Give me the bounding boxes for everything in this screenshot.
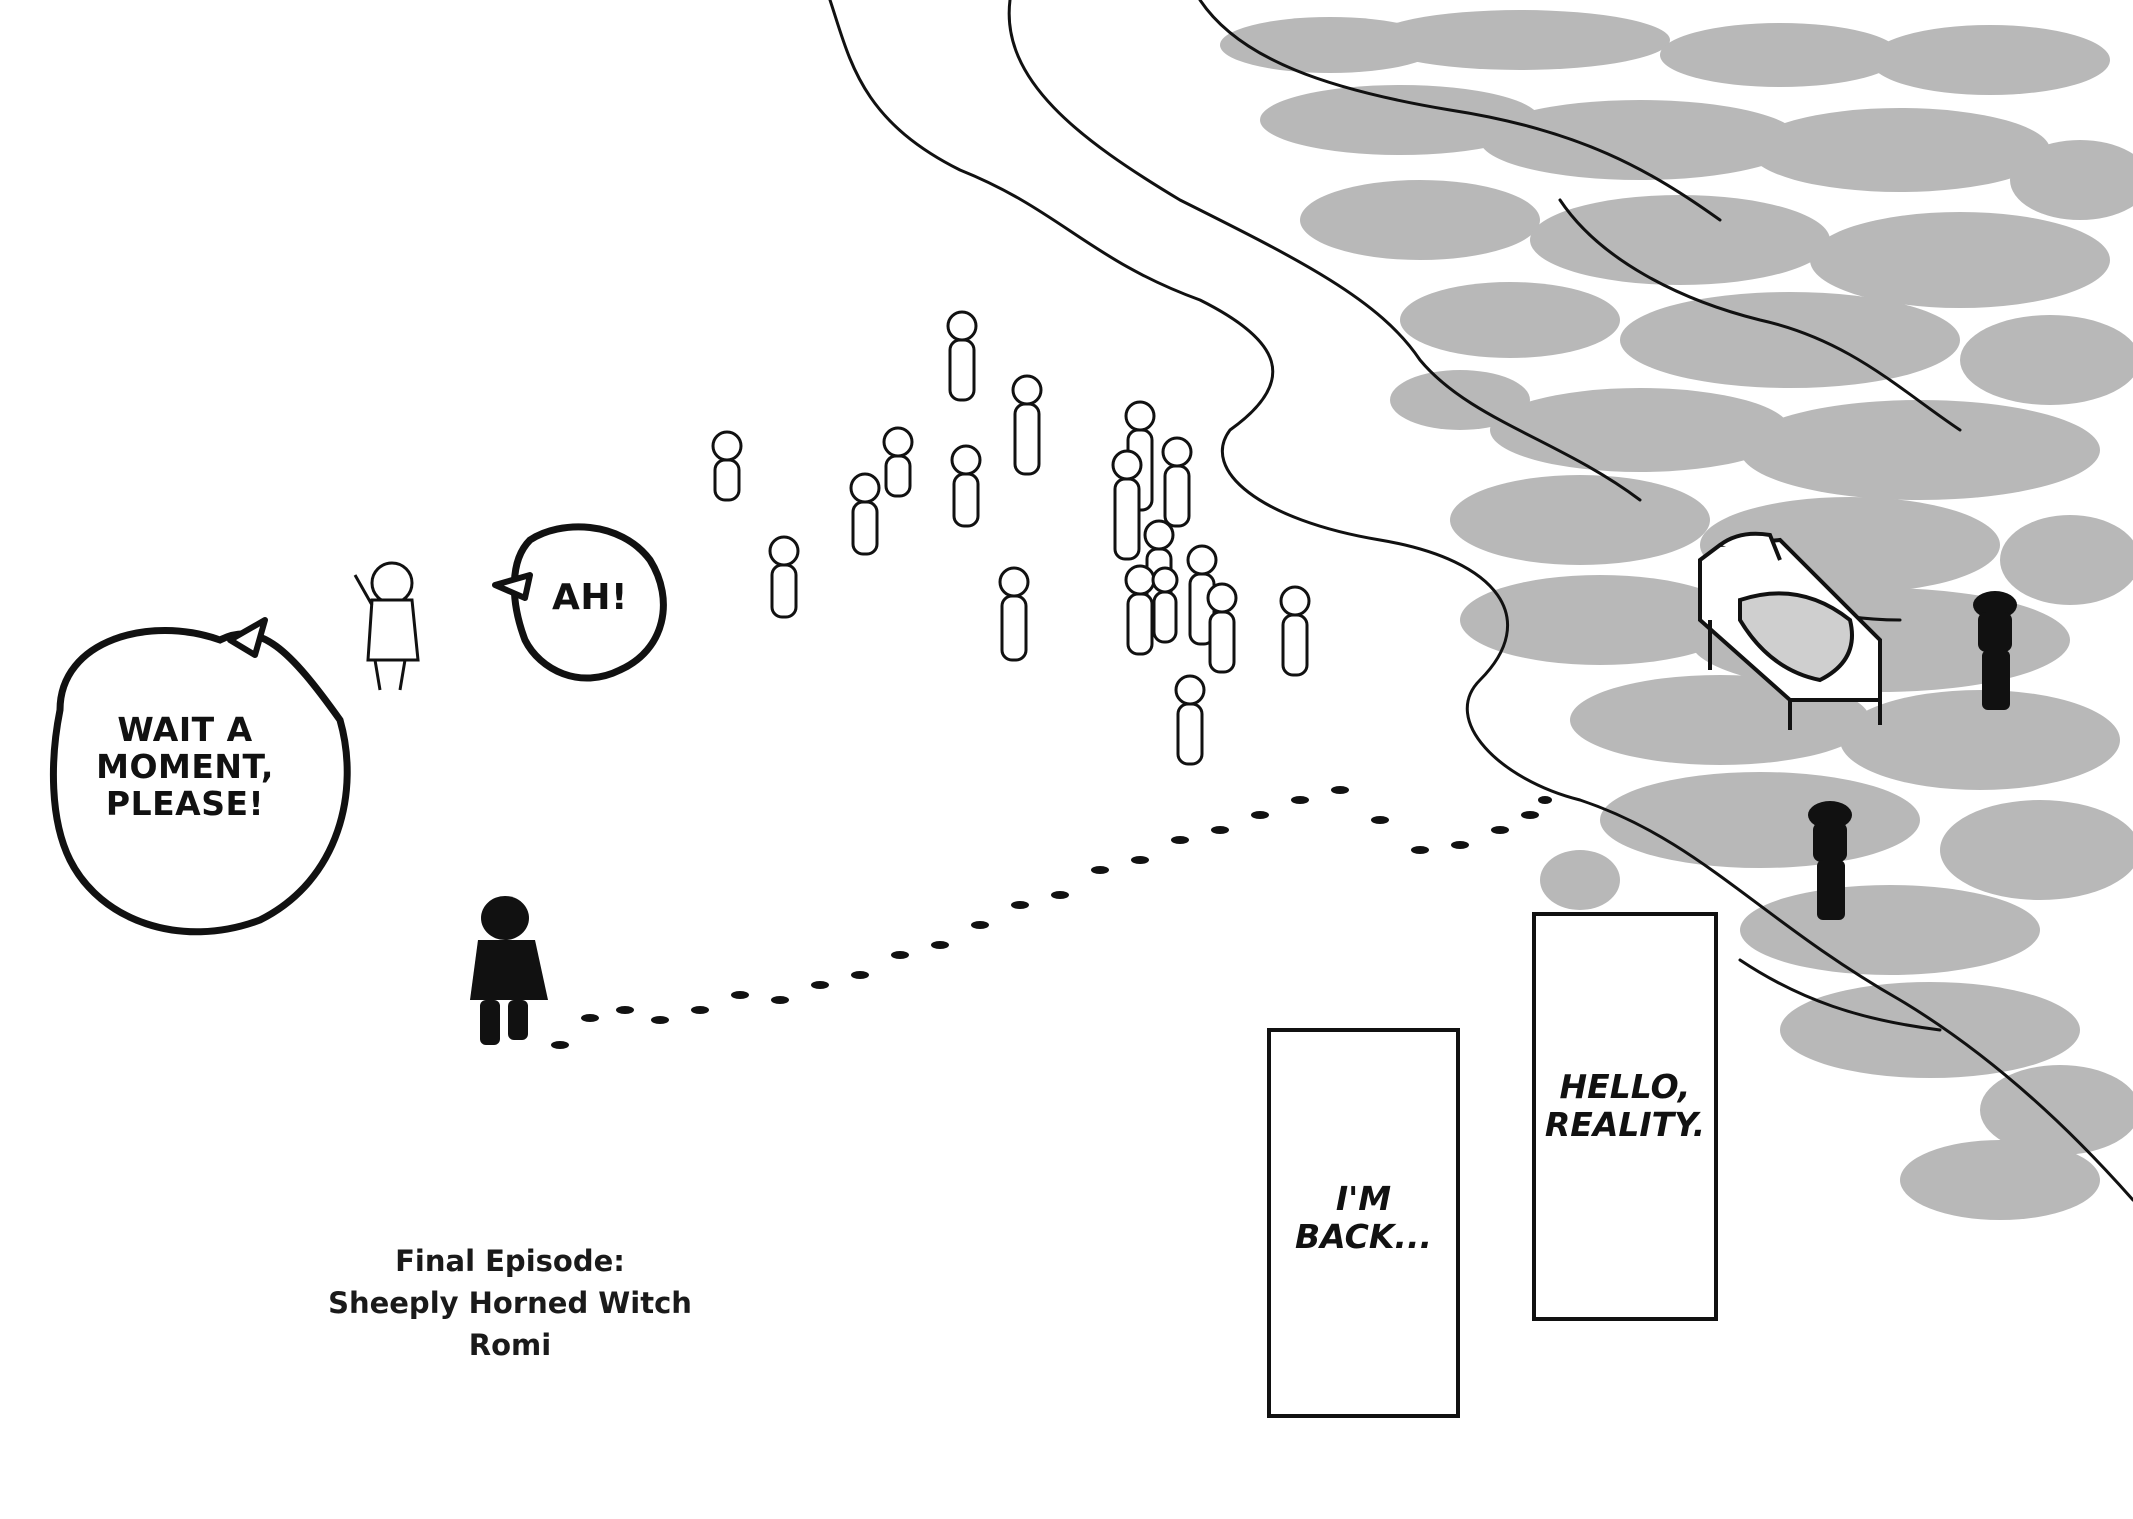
caption-back-text: I'M BACK... <box>1294 1179 1433 1256</box>
speech-bubble-ah <box>492 523 667 682</box>
bed-illustration <box>1698 531 1882 730</box>
episode-title-line2: Sheeply Horned Witch Romi <box>328 1286 692 1363</box>
caption-box-reality <box>1532 912 1718 1321</box>
officer-figures <box>1808 591 2017 920</box>
speech-bubble-wait-text: WAIT A MOMENT, PLEASE! <box>96 710 274 823</box>
speech-bubble-ah-text: AH! <box>552 577 628 618</box>
crowd-figures <box>711 310 1311 766</box>
caption-reality-text: HELLO, REALITY. <box>1544 1067 1706 1144</box>
speech-bubble-wait <box>49 617 351 936</box>
boy-figure <box>470 896 548 1045</box>
episode-title-line1: Final Episode: <box>395 1244 625 1278</box>
footprints <box>551 786 1552 1049</box>
water-tone-patches <box>1220 10 2133 1220</box>
caption-box-back <box>1267 1028 1460 1418</box>
girl-figure <box>353 561 420 691</box>
